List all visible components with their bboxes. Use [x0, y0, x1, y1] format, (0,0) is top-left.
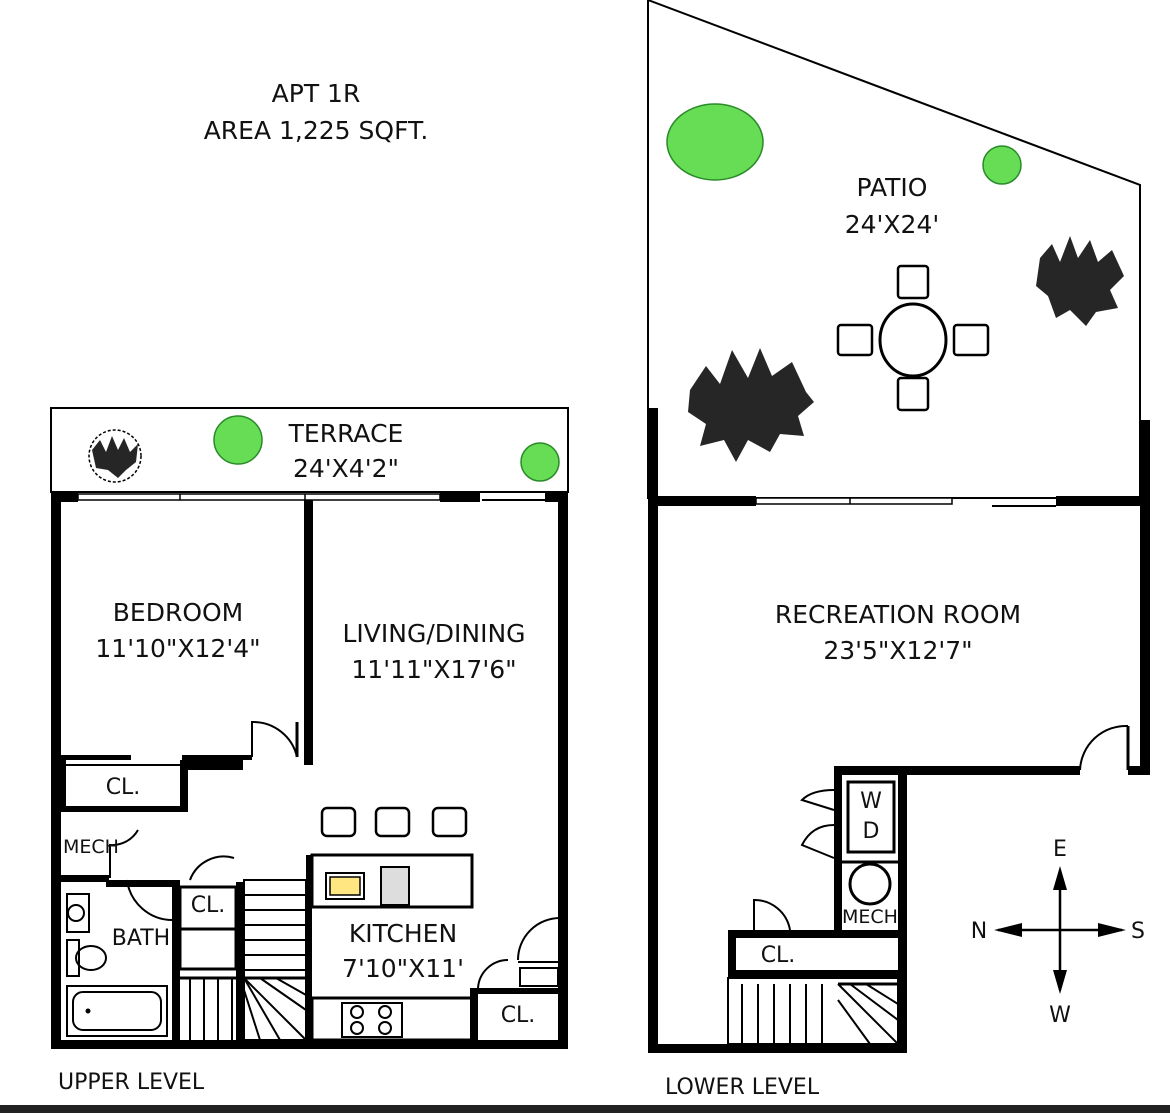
lower-right-wall — [1140, 420, 1150, 775]
bathtub — [66, 985, 168, 1037]
terrace-shrub-green-1 — [213, 415, 263, 465]
rec-door-swing — [1079, 724, 1129, 771]
compass-north: N — [971, 919, 987, 944]
recreation-name: RECREATION ROOM — [775, 600, 1021, 629]
bedroom-dims: 11'10"X12'4" — [95, 634, 260, 663]
kitchen-dims: 7'10"X11' — [342, 954, 464, 983]
lower-left-wall — [648, 408, 658, 1053]
upper-top-wall-a — [51, 492, 78, 502]
bath-label: BATH — [112, 926, 170, 951]
bar-stool-3 — [431, 806, 468, 838]
washer-dryer — [846, 780, 896, 854]
patio-shrub-green-small — [982, 145, 1022, 185]
compass: E W N S — [971, 837, 1145, 1028]
apt-area: AREA 1,225 SQFT. — [204, 116, 429, 145]
living-name: LIVING/DINING — [342, 619, 525, 648]
upper-top-wall-b — [440, 492, 480, 502]
terrace-shrub-green-2 — [520, 442, 560, 482]
closet-lower-label: CL. — [761, 943, 796, 968]
bedroom-bottom-wall-b — [182, 755, 252, 760]
terrace-name: TERRACE — [288, 419, 404, 448]
closet-2-label: CL. — [191, 893, 226, 918]
compass-arrow-west-icon — [1053, 970, 1067, 994]
bedroom-name: BEDROOM — [113, 598, 244, 627]
patio-shrub-green-large — [666, 103, 764, 181]
bar-stool-1 — [320, 806, 357, 838]
patio-shrub-dark-2 — [688, 348, 814, 462]
closet-1-bottom — [61, 806, 188, 812]
kitchen-name: KITCHEN — [349, 919, 457, 948]
patio-window — [755, 497, 953, 505]
washer-label: W — [860, 789, 882, 814]
bath-sink — [66, 893, 90, 933]
mech-upper-label: MECH — [63, 836, 119, 858]
compass-arrow-south-icon — [1098, 923, 1126, 937]
patio-name: PATIO — [857, 173, 928, 202]
bottom-edge-bar — [0, 1105, 1170, 1113]
closet-1-label: CL. — [106, 775, 141, 800]
compass-east: E — [1053, 837, 1067, 862]
upper-stairs — [180, 879, 307, 1041]
upper-top-wall-c — [545, 492, 568, 502]
bar-stool-2 — [374, 806, 411, 838]
upper-right-wall — [558, 492, 568, 1048]
terrace-window — [77, 493, 441, 501]
compass-arrow-east-icon — [1053, 866, 1067, 890]
patio-table-set — [836, 264, 990, 412]
kitchen-sink — [325, 872, 365, 900]
lower-bottom-wall — [648, 1044, 907, 1053]
dishwasher — [380, 866, 410, 906]
patio-dims: 24'X24' — [845, 210, 940, 239]
bedroom-bottom-wall-a — [61, 755, 131, 760]
toilet-bowl — [75, 945, 107, 971]
terrace-dims: 24'X4'2" — [293, 454, 399, 483]
kitchen-counter — [310, 996, 474, 1042]
lower-level-plan: W D MECH CL. — [647, 0, 1150, 1053]
closet-3-label: CL. — [501, 1003, 536, 1028]
bath-door-swing — [126, 879, 174, 922]
terrace-outline — [50, 407, 569, 493]
mech-lower-label: MECH — [842, 906, 898, 928]
stove — [341, 1002, 403, 1038]
lower-level-label: LOWER LEVEL — [665, 1075, 820, 1100]
kitchen-island — [310, 853, 474, 909]
upper-bottom-wall — [51, 1040, 568, 1049]
water-heater — [848, 862, 892, 906]
toilet-tank — [66, 939, 80, 977]
compass-west: W — [1049, 1003, 1071, 1028]
bedroom-door-swing — [251, 720, 298, 758]
lower-stairs — [727, 977, 899, 1045]
patio-shrub-dark-1 — [1036, 236, 1124, 326]
apt-title: APT 1R — [272, 79, 361, 108]
bedroom-living-wall — [304, 500, 313, 765]
upper-level-plan: CL. MECH BATH CL. — [50, 407, 569, 1049]
upper-level-label: UPPER LEVEL — [58, 1070, 205, 1095]
recreation-dims: 23'5"X12'7" — [823, 636, 972, 665]
upper-left-wall — [51, 492, 61, 1048]
compass-south: S — [1131, 919, 1145, 944]
compass-arrow-north-icon — [994, 923, 1022, 937]
terrace-shrub-dark — [88, 429, 142, 483]
living-dims: 11'11"X17'6" — [351, 655, 516, 684]
dryer-label: D — [863, 819, 880, 844]
